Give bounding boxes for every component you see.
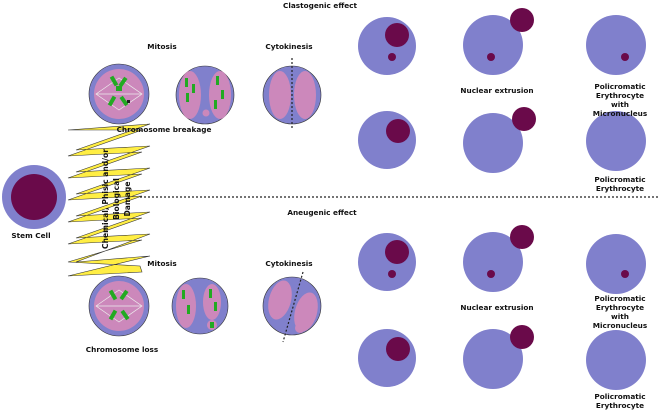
pce-micronucleus-label-bottom: Policromatic Erythrocyte with Micronucle…	[592, 294, 648, 330]
cytokinesis-cell-bottom	[262, 271, 322, 343]
chromosome-loss-label: Chromosome loss	[85, 345, 159, 354]
erythrocyte-with-nucleus-tr1	[358, 17, 416, 75]
aneugenic-effect-label: Aneugenic effect	[287, 208, 357, 217]
pce-label-top: Policromatic Erythrocyte	[594, 175, 646, 193]
damage-zigzag-band	[67, 123, 151, 277]
cytokinesis-label-bottom: Cytokinesis	[265, 259, 313, 268]
pce-micronucleus-label-top: Policromatic Erythrocyte with Micronucle…	[592, 82, 648, 118]
stem-cell-label: Stem Cell	[11, 231, 51, 240]
nuclear-extrusion-label-top: Nuclear extrusion	[460, 86, 534, 95]
erythrocyte-with-nucleus-tr2	[358, 111, 416, 169]
nuclear-extrusion-cell-br1	[463, 225, 534, 292]
mitosis-cell-top-2	[175, 65, 235, 125]
pce-micronucleus-br	[586, 234, 646, 294]
pce-br	[586, 330, 646, 390]
pce-micronucleus-tr	[586, 15, 646, 75]
nuclear-extrusion-cell-tr1	[463, 8, 534, 75]
mitosis-cell-bottom-2	[171, 277, 229, 335]
mitosis-cell-bottom-1	[88, 275, 150, 337]
erythrocyte-with-nucleus-br1	[358, 233, 416, 291]
mitosis-label-bottom: Mitosis	[147, 259, 177, 268]
mitosis-cell-top-1	[88, 63, 150, 125]
nuclear-extrusion-cell-tr2	[463, 107, 536, 173]
nuclear-extrusion-cell-br2	[463, 325, 534, 389]
pce-tr	[586, 111, 646, 171]
stem-cell	[2, 165, 66, 229]
chromosome-breakage-label: Chromosome breakage	[116, 125, 212, 134]
erythrocyte-with-nucleus-br2	[358, 329, 416, 387]
damage-label: Chemical, Phisic and/or Biological Damag…	[101, 149, 132, 249]
pce-label-bottom: Policromatic Erythrocyte	[594, 392, 646, 410]
chromosome-cluster	[107, 75, 130, 107]
mitosis-label-top: Mitosis	[147, 42, 177, 51]
clastogenic-effect-label: Clastogenic effect	[283, 1, 357, 10]
cytokinesis-label-top: Cytokinesis	[265, 42, 313, 51]
nuclear-extrusion-label-bottom: Nuclear extrusion	[460, 303, 534, 312]
cytokinesis-cell-top	[262, 58, 322, 130]
